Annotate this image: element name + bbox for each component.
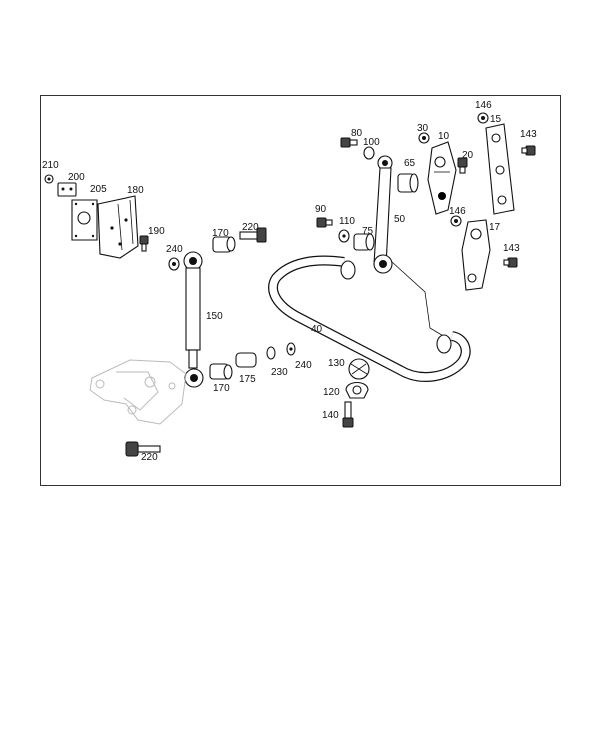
label-65: 65 <box>404 158 416 169</box>
label-180: 180 <box>127 185 144 196</box>
washer-210 <box>44 174 54 184</box>
bracket-15 <box>485 123 515 215</box>
bracket-180 <box>97 195 139 259</box>
label-170-top: 170 <box>212 228 229 239</box>
label-80: 80 <box>351 128 363 139</box>
label-175: 175 <box>239 374 256 385</box>
bolt-20 <box>457 157 468 174</box>
washer-230 <box>266 346 276 360</box>
shock-absorber-150 <box>183 251 204 388</box>
label-143-bottom: 143 <box>503 243 520 254</box>
sleeve-175 <box>235 352 257 368</box>
bolt-90 <box>316 217 333 228</box>
washer-100 <box>363 146 375 160</box>
bracket-17 <box>461 219 491 291</box>
axle-housing-ghost <box>89 359 187 425</box>
label-100: 100 <box>363 137 380 148</box>
bushing-170-bottom <box>209 363 233 380</box>
label-205: 205 <box>90 184 107 195</box>
label-146-mid: 146 <box>449 206 466 217</box>
link-50 <box>373 155 393 274</box>
label-20: 20 <box>462 150 474 161</box>
bolt-143-bottom <box>503 257 518 268</box>
clamp-120 <box>345 381 369 399</box>
label-190: 190 <box>148 226 165 237</box>
label-50: 50 <box>394 214 406 225</box>
label-220-bottom: 220 <box>141 452 158 463</box>
bushing-65 <box>397 173 419 193</box>
label-210: 210 <box>42 160 59 171</box>
label-200: 200 <box>68 172 85 183</box>
nut-146-mid <box>450 215 462 227</box>
label-150: 150 <box>206 311 223 322</box>
label-230: 230 <box>271 367 288 378</box>
bushing-130 <box>348 358 370 380</box>
bolt-143-top <box>521 145 536 156</box>
bolt-220-top <box>239 227 267 243</box>
label-143-top: 143 <box>520 129 537 140</box>
label-110: 110 <box>339 216 355 227</box>
label-75: 75 <box>362 226 374 237</box>
label-30: 30 <box>417 123 429 134</box>
label-240-top: 240 <box>166 244 183 255</box>
label-240-bottom: 240 <box>295 360 312 371</box>
bolt-140 <box>342 401 354 428</box>
plate-200 <box>57 182 77 197</box>
bolt-220-bottom <box>125 441 161 457</box>
nut-146-top <box>477 112 489 124</box>
label-220-top: 220 <box>242 222 259 233</box>
bushing-75 <box>353 233 375 251</box>
bolt-80 <box>340 137 358 148</box>
label-146-top: 146 <box>475 100 492 111</box>
bushing-170-top <box>212 236 236 253</box>
label-17: 17 <box>489 222 501 233</box>
bracket-10 <box>427 141 457 215</box>
label-10: 10 <box>438 131 450 142</box>
washer-240-bottom <box>286 342 296 356</box>
plate-205 <box>71 199 98 241</box>
washer-110 <box>338 229 350 243</box>
label-120: 120 <box>323 387 340 398</box>
stabilizer-bar-40 <box>268 255 471 382</box>
diagram-frame <box>40 95 561 486</box>
nut-30 <box>418 132 430 144</box>
washer-240-top <box>168 257 180 271</box>
label-170-bottom: 170 <box>213 383 230 394</box>
label-140: 140 <box>322 410 339 421</box>
bolt-190 <box>139 235 149 252</box>
label-40: 40 <box>311 324 323 335</box>
label-15: 15 <box>490 114 502 125</box>
label-90: 90 <box>315 204 327 215</box>
label-130: 130 <box>328 358 345 369</box>
